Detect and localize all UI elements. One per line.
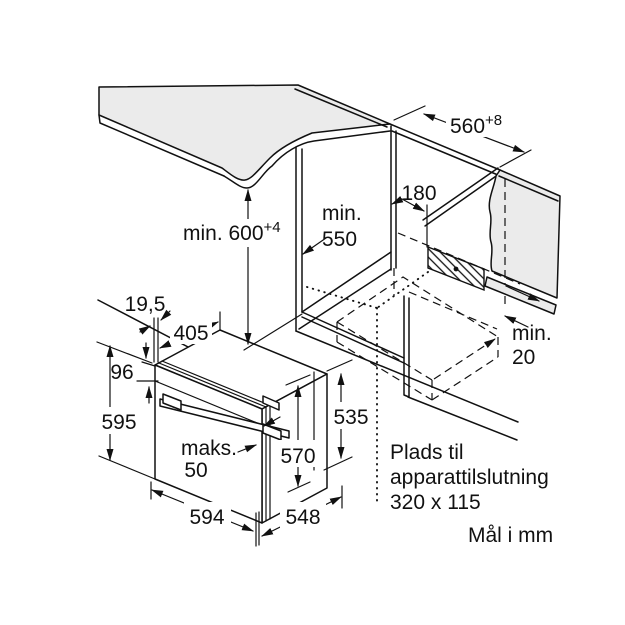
dim-body-height-inner: 570 bbox=[280, 445, 315, 468]
side-latch-detail bbox=[262, 395, 280, 411]
dim-oven-width: 594 bbox=[189, 506, 224, 529]
connection-note-line2: apparattilslutning bbox=[390, 466, 549, 489]
connection-note-line3: 320 x 115 bbox=[390, 491, 481, 514]
handle-mount-left bbox=[162, 393, 182, 411]
worktop bbox=[98, 84, 391, 189]
dim-niche-height: min. 600+4 bbox=[183, 219, 281, 245]
dim-body-depth: 548 bbox=[285, 506, 320, 529]
right-wall-panel bbox=[484, 169, 561, 315]
dim-handle-max-line2: 50 bbox=[184, 459, 207, 482]
connection-point-dot bbox=[453, 266, 459, 272]
dim-niche-depth-line1: min. bbox=[322, 202, 362, 225]
dimension-lines bbox=[96, 105, 540, 547]
dashed-clearance-box bbox=[306, 232, 521, 506]
dimension-labels: min. 600+4 min. 550 180 560+8 min. 20 19… bbox=[101, 112, 551, 529]
dim-oven-height: 595 bbox=[101, 411, 136, 434]
oven bbox=[154, 329, 328, 524]
dim-rear-gap-line1: min. bbox=[512, 322, 552, 345]
connection-note-line1: Plads til bbox=[390, 441, 464, 464]
dim-frame-gap: 19,5 bbox=[125, 293, 166, 316]
dim-top-depth: 405 bbox=[173, 322, 208, 345]
dim-niche-width: 560+8 bbox=[450, 112, 502, 138]
oven-handle bbox=[159, 398, 290, 439]
dim-body-height: 535 bbox=[333, 406, 368, 429]
dim-rear-clearance: 180 bbox=[401, 182, 436, 205]
units-note: Mål i mm bbox=[468, 524, 553, 547]
dim-panel-height: 96 bbox=[110, 361, 133, 384]
annotations: Plads til apparattilslutning 320 x 115 M… bbox=[390, 441, 553, 547]
connection-area bbox=[427, 245, 485, 292]
dim-rear-gap-line2: 20 bbox=[512, 346, 535, 369]
dim-niche-depth-line2: 550 bbox=[322, 228, 357, 251]
label-masks bbox=[96, 112, 508, 529]
dim-handle-max-line1: maks. bbox=[181, 437, 237, 460]
